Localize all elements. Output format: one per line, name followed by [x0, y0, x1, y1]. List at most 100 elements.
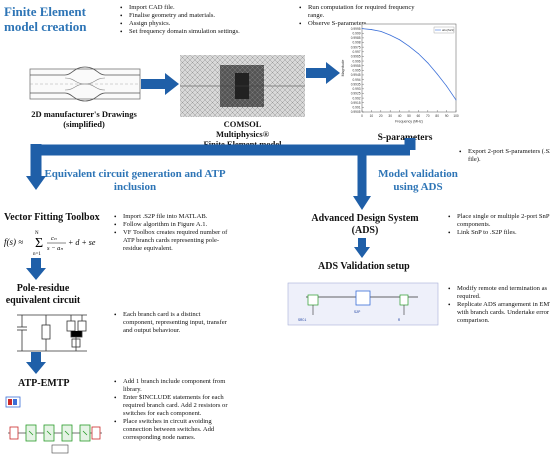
fem-step: Set frequency domain simulation settings… — [120, 28, 249, 36]
atp-step: Add 1 branch include component from libr… — [114, 378, 235, 394]
atp-title: ATP-EMTP — [18, 378, 70, 389]
fem-steps: Import CAD file. Finalise geometry and m… — [119, 4, 249, 36]
y-tick-label: 0.9975 — [351, 45, 361, 49]
pr-step: Each branch card is a distinct component… — [114, 311, 228, 335]
comsol-label-line3: Finite Element model — [203, 139, 282, 149]
x-axis-label: Frequency (MHz) — [395, 120, 423, 124]
vf-step: Import .S2P file into MATLAB. — [114, 213, 228, 221]
atp-steps: Add 1 branch include component from libr… — [113, 378, 235, 442]
pr-title: Pole-residue equivalent circuit — [5, 283, 81, 306]
svg-text:+ d + se: + d + se — [68, 238, 96, 247]
ads-title: Advanced Design System (ADS) — [311, 213, 419, 236]
svg-text:S2P: S2P — [354, 311, 360, 315]
adsv-step: Replicate ADS arrangement in EMTP with b… — [448, 301, 550, 325]
y-axis-label: Magnitude — [341, 60, 345, 77]
data-point — [436, 73, 438, 75]
data-point — [427, 62, 429, 64]
x-tick-label: 70 — [426, 114, 430, 118]
run-steps: Run computation for required frequency r… — [298, 4, 428, 28]
vf-step: Follow algorithm in Figure A.1. — [114, 221, 228, 229]
ads-step: Link SnP to .S2P files. — [448, 229, 550, 237]
ads-validation-circuit-image: SRC1 S2P R — [287, 282, 439, 326]
x-tick-label: 10 — [370, 114, 374, 118]
x-tick-label: 100 — [453, 114, 459, 118]
comsol-label: COMSOL Multiphysics® Finite Element mode… — [180, 119, 305, 149]
run-step: Observe S-parameters. — [299, 20, 428, 28]
data-point — [418, 53, 419, 55]
arrow-down-icon — [26, 258, 46, 280]
comsol-model-image — [180, 55, 305, 117]
y-tick-label: 0.993 — [353, 87, 361, 91]
vector-fitting-formula: f(s) ≈ Σ N n=1 cₙ s − aₙ + d + se — [4, 231, 96, 257]
y-tick-label: 0.9965 — [351, 55, 361, 59]
y-tick-label: 0.9995 — [351, 27, 361, 31]
svg-text:cₙ: cₙ — [51, 235, 57, 242]
data-point — [380, 31, 382, 32]
plot-area — [361, 23, 457, 113]
y-tick-label: 0.999 — [353, 31, 361, 35]
svg-text:N: N — [35, 231, 39, 236]
data-point — [446, 85, 447, 87]
y-tick-label: 0.9915 — [351, 101, 361, 105]
x-tick-label: 50 — [407, 114, 411, 118]
drawing-image — [29, 66, 141, 102]
arrow-down-icon — [354, 238, 370, 258]
data-point — [361, 28, 363, 30]
data-point — [371, 29, 372, 30]
vf-steps: Import .S2P file into MATLAB. Follow alg… — [113, 213, 228, 253]
atp-circuit-image — [5, 396, 102, 454]
data-point — [389, 34, 391, 36]
y-tick-label: 0.9985 — [351, 36, 361, 40]
branch-arrows — [26, 138, 416, 210]
pole-residue-circuit-image — [17, 314, 87, 352]
x-tick-label: 90 — [445, 114, 449, 118]
x-tick-label: 80 — [435, 114, 439, 118]
y-tick-label: 0.9925 — [351, 92, 361, 96]
atp-step: Place switches in circuit avoiding conne… — [114, 418, 235, 442]
comsol-label-line2: Multiphysics® — [215, 129, 270, 139]
arrow-down-icon — [26, 352, 46, 374]
arrow-right-icon — [141, 73, 179, 95]
fem-step: Import CAD file. — [120, 4, 249, 12]
data-point — [455, 99, 457, 101]
s-parameter-chart: 0.99950.9990.99850.9980.99750.9970.99650… — [341, 23, 459, 124]
atp-step: Enter $INCLUDE statements for each requi… — [114, 394, 235, 418]
y-tick-label: 0.992 — [353, 96, 361, 100]
ads-steps: Place single or multiple 2-port SnP comp… — [447, 213, 550, 237]
run-step: Run computation for required frequency r… — [299, 4, 428, 20]
adsv-step: Modify remote end termination as require… — [448, 285, 550, 301]
eq-title: Equivalent circuit generation and ATP in… — [44, 168, 226, 193]
x-tick-label: 40 — [398, 114, 402, 118]
y-tick-label: 0.9935 — [351, 82, 361, 86]
x-tick-label: 30 — [388, 114, 392, 118]
svg-text:n=1: n=1 — [33, 252, 41, 257]
x-tick-label: 60 — [417, 114, 421, 118]
mv-title: Model validation using ADS — [378, 168, 458, 193]
y-tick-label: 0.994 — [353, 78, 361, 82]
export-step: Export 2-port S-parameters (.S2P file). — [459, 148, 550, 164]
y-tick-label: 0.9955 — [351, 64, 361, 68]
y-tick-label: 0.991 — [353, 106, 361, 110]
ads-step: Place single or multiple 2-port SnP comp… — [448, 213, 550, 229]
legend-label: abs(S21) — [442, 28, 454, 32]
svg-text:s − aₙ: s − aₙ — [47, 245, 63, 252]
data-point — [408, 45, 410, 47]
svg-text:Σ: Σ — [35, 236, 43, 251]
vf-title: Vector Fitting Toolbox — [4, 212, 100, 223]
svg-text:SRC1: SRC1 — [298, 319, 306, 323]
y-tick-label: 0.995 — [353, 69, 361, 73]
vf-step: VF Toolbox creates required number of AT… — [114, 229, 228, 253]
fem-step: Finalise geometry and materials. — [120, 12, 249, 20]
y-tick-label: 0.996 — [353, 59, 361, 63]
y-tick-label: 0.9905 — [351, 110, 361, 114]
svg-text:f(s) ≈: f(s) ≈ — [4, 237, 23, 247]
adsv-title: ADS Validation setup — [318, 261, 410, 272]
adsv-steps: Modify remote end termination as require… — [447, 285, 550, 325]
fem-step: Assign physics. — [120, 20, 249, 28]
pr-steps: Each branch card is a distinct component… — [113, 311, 228, 335]
svg-text:R: R — [398, 319, 401, 323]
y-tick-label: 0.997 — [353, 50, 361, 54]
legend-box — [433, 26, 455, 34]
comsol-label-line1: COMSOL — [223, 119, 262, 129]
data-point — [399, 39, 400, 41]
